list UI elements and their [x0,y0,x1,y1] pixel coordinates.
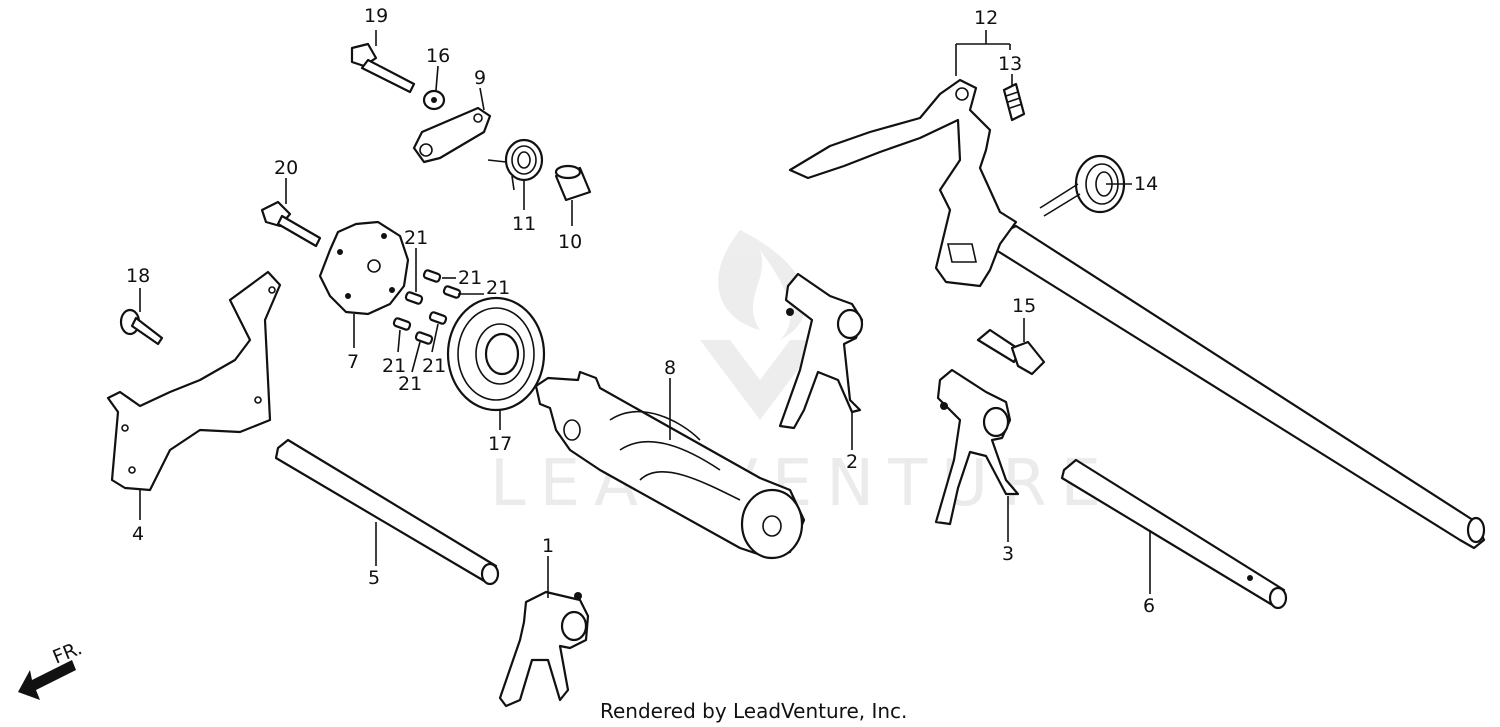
callout-6: 6 [1143,595,1155,617]
leader-lines [139,30,1151,598]
callout-14: 14 [1134,173,1158,195]
callout-13: 13 [998,53,1022,75]
collar [554,164,592,202]
fork-shaft-left [274,438,500,586]
callout-labels: 1 2 3 4 5 6 7 8 9 10 11 12 13 14 15 16 1… [126,5,1158,617]
callout-15: 15 [1012,295,1036,317]
credit-text: Rendered by LeadVenture, Inc. [600,699,907,723]
front-marker-label: FR. [50,637,86,668]
callout-17: 17 [488,433,512,455]
callout-21: 21 [398,373,422,395]
stopper-arm [412,106,492,164]
shift-fork-3 [934,368,1020,526]
callout-9: 9 [474,67,486,89]
gearshift-spindle [788,78,1486,550]
spindle-spring [1039,154,1126,217]
callout-8: 8 [664,357,676,379]
callout-21: 21 [422,355,446,377]
callout-10: 10 [558,231,582,253]
shift-fork-1 [498,590,590,708]
bolt-top [350,42,416,94]
callout-5: 5 [368,567,380,589]
washer [422,89,446,111]
return-spring [487,138,544,191]
screw [119,308,164,346]
pin-bolt [976,328,1046,376]
callout-21: 21 [382,355,406,377]
callout-18: 18 [126,265,150,287]
bearing [446,296,546,412]
shift-drum [534,370,806,560]
fork-shaft-right [1060,458,1288,610]
callout-21: 21 [404,227,428,249]
callout-20: 20 [274,157,298,179]
callout-1: 1 [542,535,554,557]
front-arrow-icon: FR. [18,637,85,700]
callout-16: 16 [426,45,450,67]
callout-21: 21 [486,277,510,299]
callout-12: 12 [974,7,998,29]
drum-center-plate [318,220,410,316]
callout-21: 21 [458,267,482,289]
bolt-left [260,200,322,248]
callout-11: 11 [512,213,536,235]
callout-7: 7 [347,351,359,373]
callout-2: 2 [846,451,858,473]
bracket-plate [106,270,282,492]
callout-3: 3 [1002,543,1014,565]
small-spring [1002,82,1026,122]
callout-19: 19 [364,5,388,27]
callout-4: 4 [132,523,144,545]
